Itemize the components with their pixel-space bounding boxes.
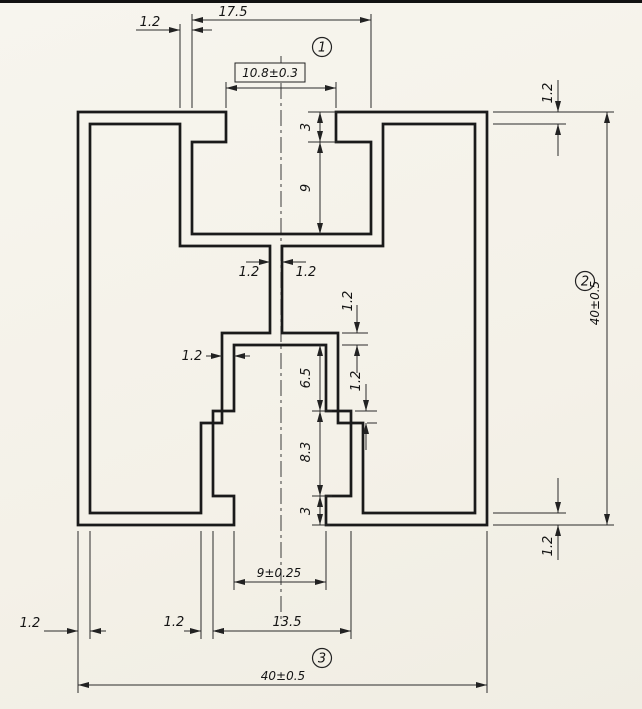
right-cavity-outline: [280, 122, 477, 515]
dim-step-wall: 1.2: [349, 371, 377, 450]
dim-label-slot-opening: 10.8±0.3: [242, 66, 298, 80]
dim-label-step-wall: 1.2: [349, 371, 364, 392]
dim-label-neck-thickness: 1.2: [296, 265, 317, 280]
balloon-3: 3: [311, 647, 333, 669]
dim-overall-height: 40±0.5: [493, 111, 614, 526]
dim-label-channel-width: 13.5: [273, 615, 302, 630]
balloon-1-label: 1: [318, 41, 326, 56]
dim-upper-channel-wall: 1.2: [182, 349, 250, 364]
dim-top-wall-thickness: 1.2: [493, 80, 566, 156]
profile-section: [76, 110, 489, 527]
dim-bottom-lip-height: 3: [299, 496, 330, 526]
dim-bottom-wall-thickness: 1.2: [493, 478, 566, 560]
dim-label-upper-channel-wall: 1.2: [182, 349, 203, 364]
dim-label-upper-channel-height: 6.5: [299, 368, 314, 389]
dim-label-bottom-opening: 9±0.25: [257, 566, 301, 580]
dim-label-lip-depth: 3: [299, 123, 314, 131]
dim-label-bottom-wall-thickness: 1.2: [541, 536, 556, 557]
dim-floor-thickness: 1.2: [239, 259, 270, 280]
dim-label-top-wall-thickness: 1.2: [541, 83, 556, 104]
dim-bottom-opening: 9±0.25: [233, 531, 327, 590]
critical-dimension-box: [234, 62, 306, 83]
dim-label-cavity-depth: 9: [299, 184, 314, 192]
dim-label-top-cavity-width: 17.5: [219, 5, 248, 20]
dim-upper-channel-height: 6.5: [299, 345, 332, 412]
dim-label-channel-wall: 1.2: [164, 615, 185, 630]
balloon-3-label: 3: [318, 652, 326, 667]
dim-channel-width: 13.5: [212, 531, 352, 639]
dim-neck-thickness: 1.2: [282, 259, 317, 280]
dim-slot-opening: 10.8±0.3: [225, 62, 337, 108]
dim-label-overall-height: 40±0.5: [588, 281, 602, 325]
dim-channel-wall: 1.2: [164, 531, 226, 639]
balloon-1: 1: [311, 36, 333, 58]
scan-edge-artifact: [0, 0, 642, 3]
dim-lip-depth: 3: [299, 111, 340, 143]
dim-overall-width: 40±0.5: [77, 531, 488, 693]
dim-outer-wall: 1.2: [20, 531, 106, 639]
dim-top-cavity-width: 17.5: [192, 5, 372, 108]
dim-label-bottom-top-wall: 1.2: [341, 291, 356, 312]
balloon-2: 2: [574, 270, 596, 292]
left-cavity-outline: [88, 122, 272, 515]
dim-label-lower-channel-height: 8.3: [299, 442, 314, 463]
balloon-2-label: 2: [581, 275, 589, 290]
dim-top-left-wall: 1.2: [136, 14, 212, 108]
dim-bottom-top-wall: 1.2: [341, 291, 368, 373]
dim-cavity-depth: 9: [299, 142, 323, 234]
dim-label-overall-width: 40±0.5: [261, 669, 305, 683]
dim-label-top-left-wall: 1.2: [140, 15, 161, 30]
dim-label-outer-wall: 1.2: [20, 616, 41, 631]
dim-lower-channel-height: 8.3: [299, 411, 332, 497]
dim-label-floor-thickness: 1.2: [239, 265, 260, 280]
dim-label-bottom-lip-height: 3: [299, 507, 314, 515]
